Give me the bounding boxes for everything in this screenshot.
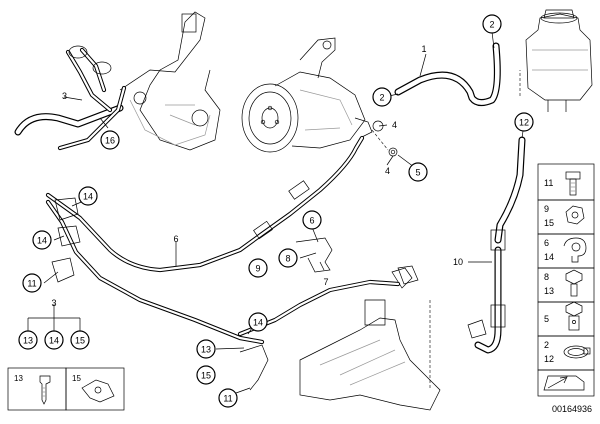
svg-text:12: 12 <box>519 118 529 128</box>
svg-text:15: 15 <box>201 371 211 381</box>
callout-16: 16 <box>100 130 120 150</box>
legend-num: 9 <box>544 204 549 214</box>
svg-text:16: 16 <box>105 136 115 146</box>
callout-6-bracket: 6 <box>302 210 322 230</box>
callouts: 1 2 2 4 4 5 12 3 16 14 14 11 6 6 9 8 7 1… <box>18 14 534 408</box>
hose-1-suction <box>394 42 501 107</box>
callout-14-c: 14 <box>248 312 268 332</box>
legend-num: 5 <box>544 314 549 324</box>
svg-text:14: 14 <box>37 236 47 246</box>
svg-text:11: 11 <box>223 394 232 404</box>
callout-14-a: 14 <box>78 186 98 206</box>
callout-11-left: 11 <box>22 273 42 293</box>
callout-10: 10 <box>453 257 463 267</box>
power-steering-pump <box>241 37 373 153</box>
parts-legend: 11 9 15 6 14 8 13 5 2 12 <box>537 163 595 397</box>
legend-num: 14 <box>544 252 554 262</box>
svg-text:9: 9 <box>255 264 260 274</box>
legend-num: 2 <box>544 340 549 350</box>
wedge-arrow-icon <box>543 375 585 391</box>
callout-4-lower: 4 <box>385 166 390 176</box>
bolt-icon <box>565 171 581 196</box>
callout-5: 5 <box>408 162 428 182</box>
callout-6-line: 6 <box>173 234 178 244</box>
callout-14-b: 14 <box>32 230 52 250</box>
inset-13: 13 <box>7 367 67 411</box>
seal-ring <box>388 147 398 157</box>
clamp-left <box>54 197 79 221</box>
banjo-fitting <box>372 120 384 132</box>
legend-num: 13 <box>544 286 554 296</box>
kit-callout-13: 13 <box>18 330 38 350</box>
bracket-11-left <box>51 257 75 283</box>
svg-text:11: 11 <box>27 279 36 289</box>
svg-text:15: 15 <box>72 374 81 383</box>
svg-text:6: 6 <box>309 216 314 226</box>
callout-8: 8 <box>278 248 298 268</box>
kit-label-3: 3 <box>51 298 56 308</box>
seal-ring <box>390 149 396 155</box>
callout-7: 7 <box>323 277 328 287</box>
callout-4-upper: 4 <box>392 120 397 130</box>
svg-text:14: 14 <box>49 336 59 346</box>
svg-text:8: 8 <box>285 254 290 264</box>
svg-text:13: 13 <box>14 374 23 383</box>
hex-bolt-icon <box>565 269 583 297</box>
callout-2-pump: 2 <box>372 87 392 107</box>
legend-num: 12 <box>544 354 554 364</box>
svg-text:5: 5 <box>415 168 420 178</box>
svg-text:15: 15 <box>75 336 85 346</box>
callout-2-top: 2 <box>482 14 502 34</box>
inset-15: 15 <box>65 367 125 411</box>
kit-callout-14: 14 <box>44 330 64 350</box>
clamp-left-2 <box>57 225 81 247</box>
callout-9: 9 <box>248 258 268 278</box>
hose-clip-icon <box>563 345 591 359</box>
diagram-id: 00164936 <box>552 404 592 414</box>
pressure-line-6 <box>45 135 365 273</box>
upper-lines-group-3 <box>14 45 127 151</box>
legend-num: 11 <box>544 178 553 188</box>
callout-11-bottom: 11 <box>218 388 238 408</box>
union-fitting <box>467 319 487 339</box>
nut-icon <box>565 205 585 225</box>
steering-box-top-left <box>119 11 221 151</box>
legend-num: 6 <box>544 238 549 248</box>
hose-10-return <box>474 136 526 354</box>
kit-callout-15: 15 <box>70 330 90 350</box>
svg-text:13: 13 <box>23 336 33 346</box>
legend-num: 15 <box>544 218 554 228</box>
svg-text:2: 2 <box>379 93 384 103</box>
callout-3-top: 3 <box>62 91 67 101</box>
svg-text:2: 2 <box>489 20 494 30</box>
callout-1: 1 <box>421 44 426 54</box>
reservoir <box>525 9 593 112</box>
banjo-bolt-icon <box>565 301 583 331</box>
callout-12-top: 12 <box>514 112 534 132</box>
legend-num: 8 <box>544 272 549 282</box>
bracket-11 <box>239 344 269 391</box>
steering-rack-bottom <box>299 267 441 411</box>
svg-text:14: 14 <box>83 192 93 202</box>
return-line-lower <box>45 199 401 345</box>
assembly-line <box>371 129 389 151</box>
svg-text:13: 13 <box>201 345 211 355</box>
svg-text:14: 14 <box>253 318 263 328</box>
callout-15: 15 <box>196 365 216 385</box>
clamp-icon <box>563 237 587 263</box>
bracket-7 <box>295 237 333 273</box>
union-fitting <box>397 265 419 285</box>
callout-13: 13 <box>196 339 216 359</box>
